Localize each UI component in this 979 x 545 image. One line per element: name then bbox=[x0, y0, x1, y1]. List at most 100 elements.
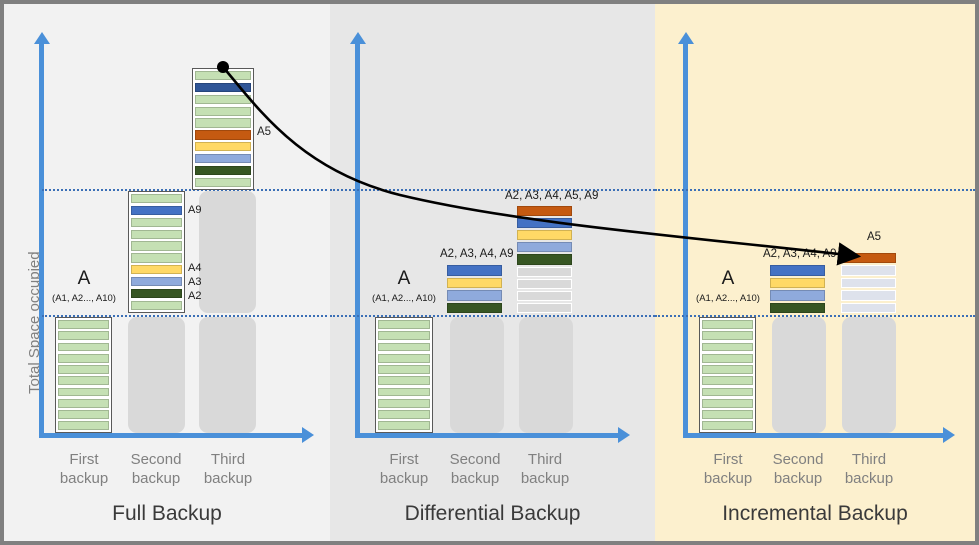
stripe-dark_green bbox=[195, 165, 251, 176]
x-tick-second-line2: backup bbox=[773, 470, 823, 487]
stripe-green bbox=[58, 320, 109, 329]
stripe-blue bbox=[447, 265, 502, 276]
bar-diff-second-backup bbox=[447, 265, 502, 313]
x-tick-second-backup: Second backup bbox=[750, 450, 846, 488]
caption-third-backup-inc: A5 bbox=[867, 231, 882, 243]
x-tick-third-line1: Third bbox=[210, 451, 246, 468]
x-tick-first-backup: First backup bbox=[680, 450, 776, 488]
stripe-green bbox=[702, 398, 753, 408]
stripe-gray bbox=[517, 302, 572, 313]
y-axis-arrow-icon bbox=[34, 32, 50, 44]
stripe-green bbox=[58, 376, 109, 385]
stripe-pale_gray bbox=[841, 290, 896, 301]
gridline-upper bbox=[655, 189, 975, 191]
caption-second-backup-inc: A2, A3, A4, A9 bbox=[763, 248, 837, 260]
y-axis-arrow-icon bbox=[350, 32, 366, 44]
stripe-light_blue bbox=[447, 290, 502, 301]
stripe-orange bbox=[517, 206, 572, 217]
stripe-gray bbox=[517, 278, 572, 289]
stripe-blue bbox=[770, 265, 825, 276]
x-tick-first-line1: First bbox=[69, 451, 99, 468]
panel-title-incremental-backup: Incremental Backup bbox=[722, 502, 908, 525]
stripe-dark_green bbox=[517, 254, 572, 265]
x-tick-third-line1: Third bbox=[527, 451, 563, 468]
ghost-block-second-lower bbox=[450, 317, 504, 433]
caption-second-backup-diff: A2, A3, A4, A9 bbox=[440, 248, 514, 260]
stripe-light_blue bbox=[195, 153, 251, 164]
stripe-green bbox=[58, 421, 109, 430]
bar-inc-first-backup bbox=[699, 317, 756, 433]
x-tick-first-backup: First backup bbox=[356, 450, 452, 488]
bar-diff-first-backup bbox=[375, 317, 433, 433]
x-tick-second-backup: Second backup bbox=[427, 450, 523, 488]
x-tick-third-backup: Third backup bbox=[821, 450, 917, 488]
bar-inc-third-backup bbox=[841, 253, 896, 313]
x-tick-third-line2: backup bbox=[203, 470, 253, 487]
first-backup-label-main: A bbox=[397, 268, 411, 289]
stripe-green bbox=[195, 118, 251, 128]
stripe-green bbox=[131, 300, 182, 310]
panel-differential-backup: A (A1, A2..., A10) A2, A3, A4, A9 A2, A3… bbox=[330, 4, 655, 541]
stripe-green bbox=[702, 387, 753, 397]
x-tick-third-backup: Third backup bbox=[497, 450, 593, 488]
stripe-green bbox=[702, 410, 753, 419]
x-tick-first-line1: First bbox=[713, 451, 743, 468]
stripe-green bbox=[58, 410, 109, 419]
x-tick-second-line2: backup bbox=[450, 470, 500, 487]
stripe-yellow bbox=[770, 277, 825, 288]
x-axis-line bbox=[355, 433, 620, 438]
stripe-orange bbox=[841, 253, 896, 264]
stripe-green bbox=[702, 342, 753, 352]
callout-label-a5-full: A5 bbox=[257, 126, 272, 138]
stripe-green bbox=[378, 376, 430, 385]
ghost-block-third-lower bbox=[519, 317, 573, 433]
stripe-green bbox=[195, 71, 251, 81]
stripe-dark_green bbox=[447, 302, 502, 313]
stripe-pale_gray bbox=[841, 265, 896, 276]
gridline-lower bbox=[330, 315, 655, 317]
stripe-dark_green bbox=[770, 302, 825, 313]
x-tick-second-backup: Second backup bbox=[108, 450, 204, 488]
stripe-gray bbox=[517, 290, 572, 301]
stripe-green bbox=[131, 229, 182, 239]
x-tick-first-line1: First bbox=[389, 451, 419, 468]
x-axis-line bbox=[683, 433, 945, 438]
gridline-upper bbox=[330, 189, 655, 191]
gridline-lower bbox=[655, 315, 975, 317]
ghost-block-third-lower bbox=[842, 317, 896, 433]
bar-diff-third-backup bbox=[517, 206, 572, 313]
stripe-blue bbox=[131, 205, 182, 216]
bar-inc-second-backup bbox=[770, 265, 825, 313]
stripe-gray bbox=[517, 266, 572, 277]
x-axis-arrow-icon bbox=[943, 427, 955, 443]
ghost-block-second-lower bbox=[128, 317, 185, 433]
stripe-green bbox=[378, 365, 430, 374]
stripe-green bbox=[378, 353, 430, 363]
x-tick-third-line1: Third bbox=[851, 451, 887, 468]
x-tick-third-line2: backup bbox=[844, 470, 894, 487]
stripe-yellow bbox=[131, 265, 182, 275]
bar-full-first-backup bbox=[55, 317, 112, 433]
stripe-green bbox=[702, 421, 753, 430]
panel-title-differential-backup: Differential Backup bbox=[404, 502, 581, 525]
y-axis-line bbox=[39, 42, 44, 437]
stripe-green bbox=[378, 421, 430, 430]
first-backup-label-main: A bbox=[77, 268, 91, 289]
stripe-yellow bbox=[517, 230, 572, 241]
stripe-green bbox=[702, 365, 753, 374]
ghost-block-second-lower bbox=[772, 317, 826, 433]
stripe-green bbox=[702, 376, 753, 385]
tick-label-a2: A2 bbox=[188, 290, 202, 302]
x-tick-third-backup: Third backup bbox=[180, 450, 276, 488]
x-tick-second-line1: Second bbox=[772, 451, 824, 468]
stripe-dark_blue bbox=[195, 82, 251, 93]
x-axis-line bbox=[39, 433, 304, 438]
stripe-green bbox=[378, 398, 430, 408]
gridline-lower bbox=[42, 315, 327, 317]
stripe-green bbox=[58, 365, 109, 374]
stripe-dark_green bbox=[131, 288, 182, 299]
gridline-upper bbox=[42, 189, 327, 191]
stripe-green bbox=[58, 387, 109, 397]
x-tick-first-line2: backup bbox=[379, 470, 429, 487]
